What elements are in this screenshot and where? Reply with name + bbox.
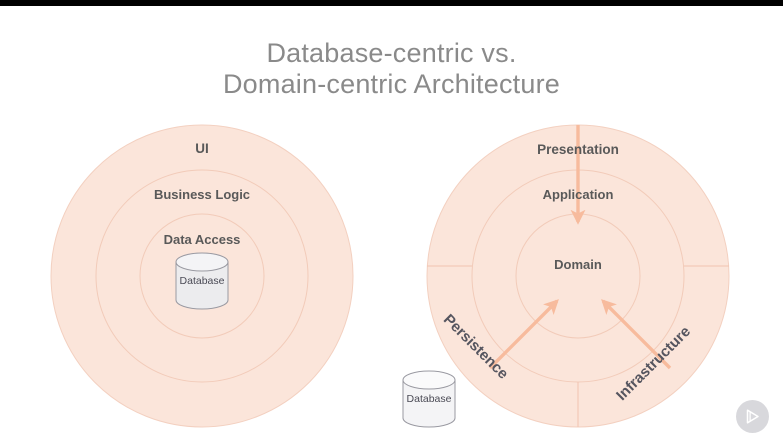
left-ring-data-access <box>139 213 265 339</box>
page-title: Database-centric vs. Domain-centric Arch… <box>222 38 561 99</box>
left-database-cylinder <box>175 252 229 310</box>
left-label-business-logic: Business Logic <box>153 187 251 202</box>
left-database-label: Database <box>179 275 225 287</box>
right-diagram-arrows <box>488 125 672 370</box>
right-database-cylinder <box>402 370 456 428</box>
top-letterbox-bar <box>0 0 783 6</box>
left-label-ui: UI <box>195 141 209 156</box>
right-label-application: Application <box>542 187 614 202</box>
infrastructure-to-domain-arrow <box>601 299 672 370</box>
play-circle-icon[interactable] <box>736 400 769 433</box>
right-database-label: Database <box>406 393 452 405</box>
play-triangle-icon <box>746 409 759 424</box>
left-label-data-access: Data Access <box>163 232 241 247</box>
persistence-to-domain-arrow <box>488 299 559 370</box>
right-label-presentation: Presentation <box>537 142 619 157</box>
left-ring-business-logic <box>95 169 309 383</box>
right-label-domain: Domain <box>554 257 602 272</box>
